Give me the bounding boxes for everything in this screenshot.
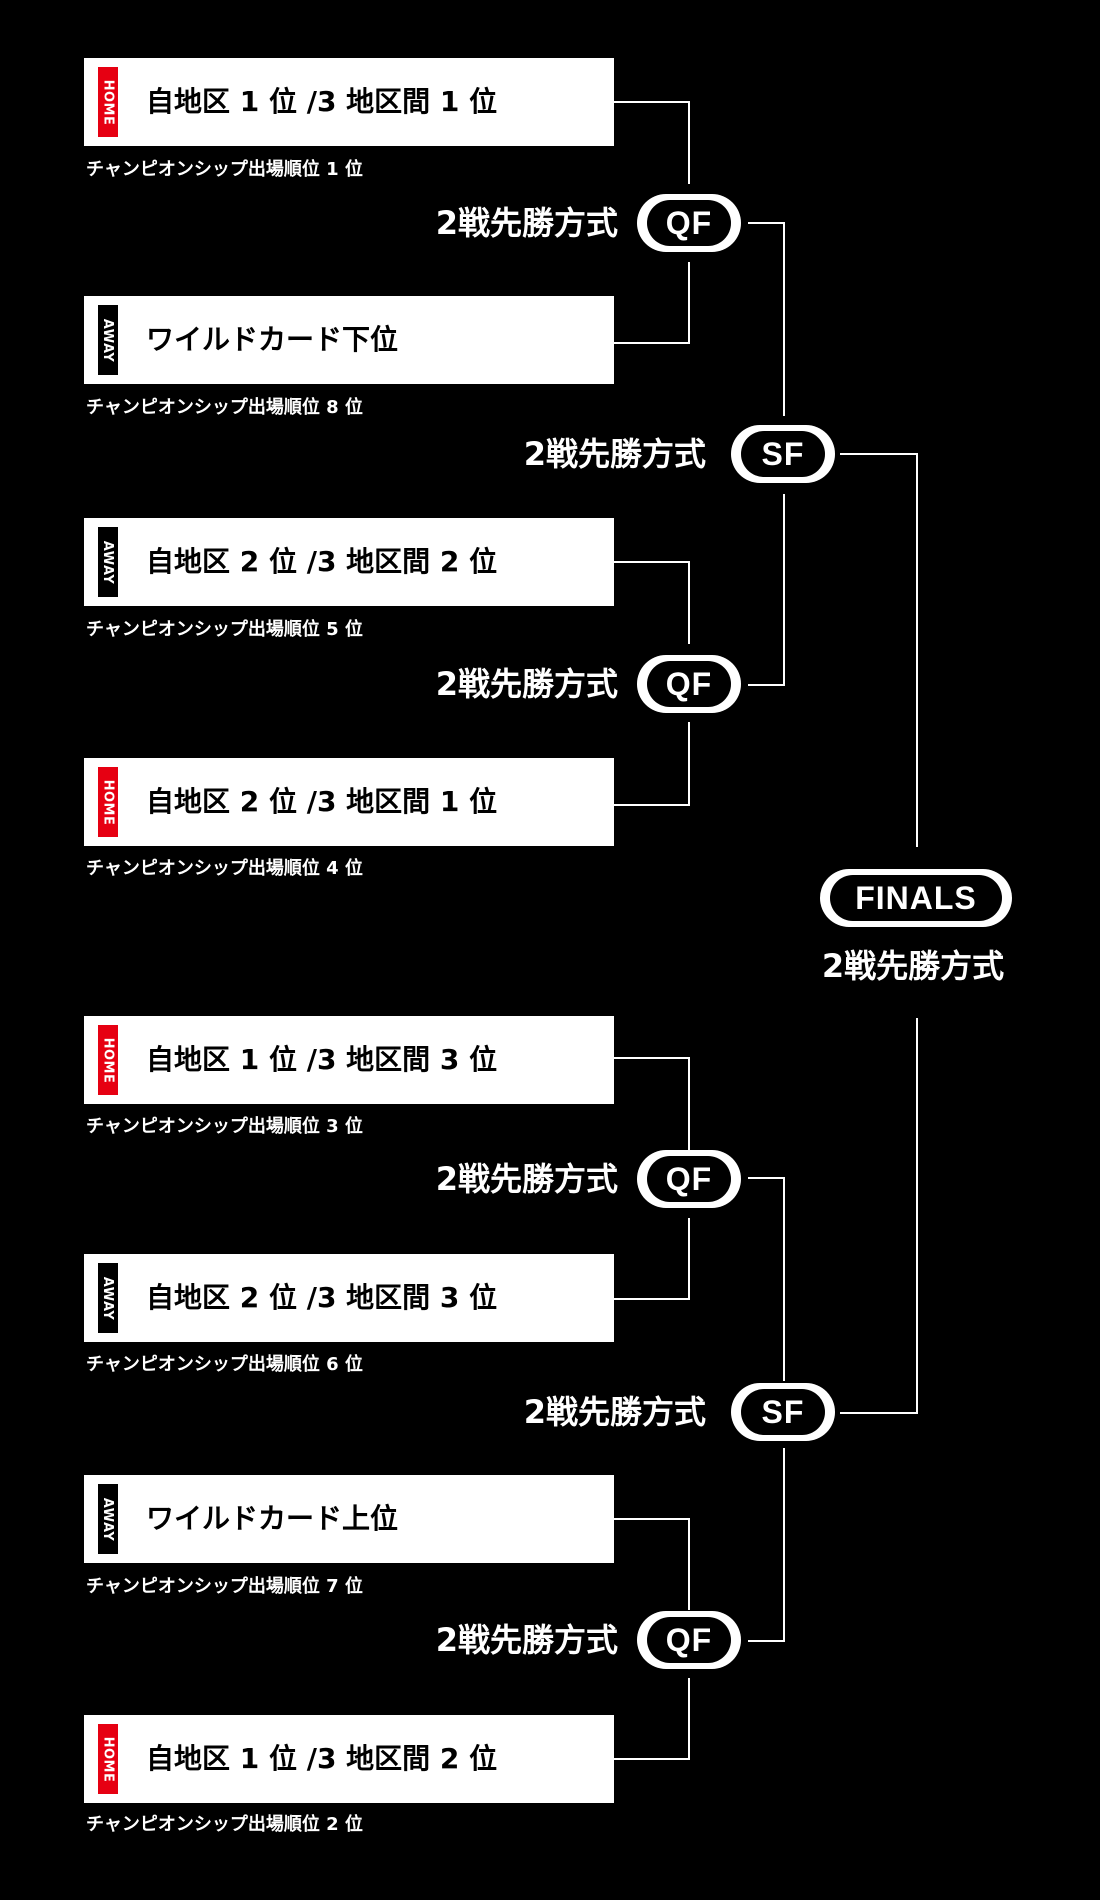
team-card-seed-7: AWAY ワイルドカード上位 <box>84 1475 614 1563</box>
connector-line <box>840 1412 918 1414</box>
home-badge: HOME <box>98 67 118 137</box>
seed-note: チャンピオンシップ出場順位 1 位 <box>86 159 363 180</box>
connector-line <box>783 494 785 686</box>
connector-line <box>688 1518 690 1610</box>
team-card-seed-4: HOME 自地区 2 位 /3 地区間 1 位 <box>84 758 614 846</box>
connector-line <box>614 342 690 344</box>
seed-note: チャンピオンシップ出場順位 3 位 <box>86 1116 363 1137</box>
team-name: 自地区 1 位 /3 地区間 1 位 <box>146 85 498 118</box>
series-format-label: 2戦先勝方式 <box>435 204 618 242</box>
team-name: 自地区 2 位 /3 地区間 1 位 <box>146 785 498 818</box>
connector-line <box>614 101 690 103</box>
team-name: ワイルドカード下位 <box>146 323 399 356</box>
connector-line <box>840 453 918 455</box>
team-name: 自地区 2 位 /3 地区間 3 位 <box>146 1281 498 1314</box>
team-card-seed-5: AWAY 自地区 2 位 /3 地区間 2 位 <box>84 518 614 606</box>
away-badge: AWAY <box>98 305 118 375</box>
team-card-seed-3: HOME 自地区 1 位 /3 地区間 3 位 <box>84 1016 614 1104</box>
connector-line <box>783 1177 785 1381</box>
qf-badge: QF <box>637 655 741 713</box>
series-format-label: 2戦先勝方式 <box>435 665 618 703</box>
connector-line <box>688 1678 690 1760</box>
seed-note: チャンピオンシップ出場順位 7 位 <box>86 1576 363 1597</box>
connector-line <box>916 453 918 847</box>
away-badge: AWAY <box>98 527 118 597</box>
team-card-seed-1: HOME 自地区 1 位 /3 地区間 1 位 <box>84 58 614 146</box>
connector-line <box>783 1448 785 1642</box>
qf-badge: QF <box>637 1611 741 1669</box>
connector-line <box>748 1177 785 1179</box>
connector-line <box>688 1218 690 1300</box>
team-name: 自地区 1 位 /3 地区間 3 位 <box>146 1043 498 1076</box>
connector-line <box>748 684 785 686</box>
connector-line <box>916 1018 918 1414</box>
team-name: 自地区 2 位 /3 地区間 2 位 <box>146 545 498 578</box>
connector-line <box>688 101 690 184</box>
connector-line <box>688 561 690 644</box>
sf-badge: SF <box>731 425 835 483</box>
connector-line <box>783 222 785 416</box>
team-card-seed-6: AWAY 自地区 2 位 /3 地区間 3 位 <box>84 1254 614 1342</box>
connector-line <box>614 1518 690 1520</box>
sf-badge: SF <box>731 1383 835 1441</box>
connector-line <box>748 222 785 224</box>
connector-line <box>688 1057 690 1150</box>
seed-note: チャンピオンシップ出場順位 6 位 <box>86 1354 363 1375</box>
away-badge: AWAY <box>98 1484 118 1554</box>
series-format-label: 2戦先勝方式 <box>821 947 1005 985</box>
connector-line <box>688 262 690 344</box>
qf-badge: QF <box>637 194 741 252</box>
seed-note: チャンピオンシップ出場順位 4 位 <box>86 858 363 879</box>
connector-line <box>688 722 690 806</box>
connector-line <box>614 1057 690 1059</box>
seed-note: チャンピオンシップ出場順位 2 位 <box>86 1814 363 1835</box>
connector-line <box>614 1298 690 1300</box>
seed-note: チャンピオンシップ出場順位 8 位 <box>86 397 363 418</box>
series-format-label: 2戦先勝方式 <box>435 1621 618 1659</box>
team-card-seed-2: HOME 自地区 1 位 /3 地区間 2 位 <box>84 1715 614 1803</box>
connector-line <box>614 1758 690 1760</box>
away-badge: AWAY <box>98 1263 118 1333</box>
series-format-label: 2戦先勝方式 <box>435 1160 618 1198</box>
team-name: ワイルドカード上位 <box>146 1502 399 1535</box>
team-card-seed-8: AWAY ワイルドカード下位 <box>84 296 614 384</box>
home-badge: HOME <box>98 1724 118 1794</box>
connector-line <box>748 1640 785 1642</box>
connector-line <box>614 804 690 806</box>
qf-badge: QF <box>637 1150 741 1208</box>
team-name: 自地区 1 位 /3 地区間 2 位 <box>146 1742 498 1775</box>
series-format-label: 2戦先勝方式 <box>523 435 706 473</box>
seed-note: チャンピオンシップ出場順位 5 位 <box>86 619 363 640</box>
home-badge: HOME <box>98 767 118 837</box>
series-format-label: 2戦先勝方式 <box>523 1393 706 1431</box>
home-badge: HOME <box>98 1025 118 1095</box>
finals-badge: FINALS <box>820 869 1012 927</box>
connector-line <box>614 561 690 563</box>
